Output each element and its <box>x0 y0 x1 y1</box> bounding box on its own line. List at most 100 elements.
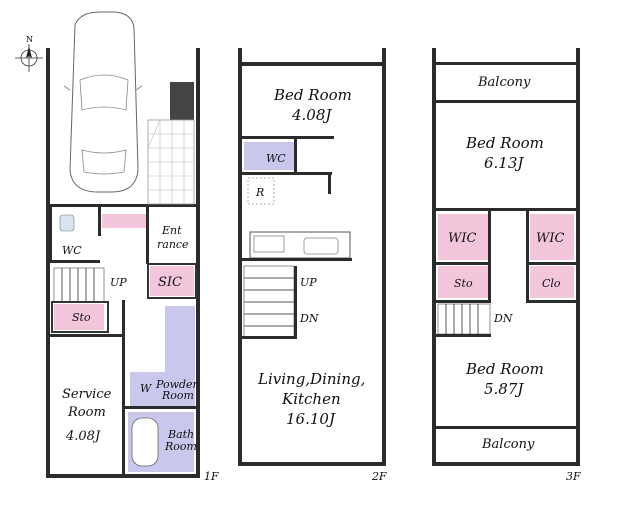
wall-3f-wic-right <box>526 210 529 302</box>
room-1f-sto-box <box>51 301 109 333</box>
floor-label-2f: 2F <box>371 470 387 483</box>
room-2f-wc: WC <box>266 152 286 165</box>
room-2f-bedroom-size: 4.08J <box>291 106 332 124</box>
floor-1f: WC Ent rance UP SIC Sto Service Room 4.0… <box>46 11 219 483</box>
wall-service-right <box>122 300 125 478</box>
room-1f-powder-1: Powder <box>155 378 199 391</box>
toilet-icon <box>59 214 75 232</box>
stairs-3f <box>437 303 491 335</box>
sto-pink-1f <box>54 304 104 330</box>
room-3f-bedroom-a-size: 6.13J <box>484 154 524 172</box>
wall-3f-balcony-bottom <box>432 426 580 429</box>
wall-2f-stairs <box>294 266 297 338</box>
wall-1f-right <box>196 48 200 478</box>
wall-powder-bottom <box>125 406 196 409</box>
floor-label-1f: 1F <box>204 470 219 483</box>
wall-2f-stairs-bottom <box>242 336 297 339</box>
clo-pink-3f <box>530 266 574 298</box>
room-3f-bedroom-b: Bed Room <box>465 360 544 378</box>
room-2f-ldk-1: Living,Dining, <box>257 370 365 388</box>
room-3f-wic-right: WIC <box>536 231 564 246</box>
compass-rose-icon: N <box>15 35 43 72</box>
room-1f-service-2: Room <box>67 405 106 420</box>
room-1f-wc: WC <box>62 244 82 257</box>
sink-icon <box>303 237 339 255</box>
wall-3f-right <box>576 48 580 466</box>
wall-wc-bottom <box>50 260 100 263</box>
room-3f-sto: Sto <box>454 277 473 290</box>
wall-3f-bottom <box>432 462 580 466</box>
wic-right-pink <box>530 214 574 260</box>
room-1f-powder-2: Room <box>161 389 194 402</box>
wall-2f-bottom <box>238 462 386 466</box>
wall-2f-top <box>238 62 386 66</box>
wall-2f-left <box>238 48 242 466</box>
room-1f-entrance-1: Ent <box>161 224 182 237</box>
sto-pink-3f <box>438 266 488 298</box>
wall-3f-wic-left <box>488 210 491 300</box>
powder-lav <box>165 306 195 406</box>
powder-lav-2 <box>130 372 166 406</box>
stairs-2f-up: UP <box>300 276 317 289</box>
wall-3f-top <box>432 62 580 65</box>
room-3f-clo: Clo <box>542 277 561 290</box>
wc-lav-2f <box>244 142 294 170</box>
wall-service-top <box>50 334 124 337</box>
car-icon <box>63 11 143 193</box>
wall-2f-short <box>328 172 331 194</box>
wall-3f-sto-bottom <box>436 300 491 303</box>
refrigerator-space <box>247 177 275 205</box>
room-1f-bath-1: Bath <box>167 428 194 441</box>
wic-left-pink <box>438 214 488 260</box>
wall-3f-sto-top <box>436 262 491 265</box>
wall-2f-bed-bottom <box>242 136 334 139</box>
room-3f-bedroom-b-size: 5.87J <box>484 380 524 398</box>
wall-3f-clo-bottom <box>526 300 576 303</box>
wall-3f-clo-top <box>526 262 576 265</box>
wall-1f-left <box>46 48 50 478</box>
room-1f-w: W <box>140 382 153 395</box>
room-2f-r: R <box>255 186 264 199</box>
room-1f-service-size: 4.08J <box>65 429 101 444</box>
room-2f-bedroom: Bed Room <box>273 86 352 104</box>
stairs-3f-dn: DN <box>493 312 513 325</box>
wall-2f-counter <box>242 258 352 261</box>
wall-3f-wic-top <box>436 208 576 211</box>
floor-3f: Balcony Bed Room 6.13J WIC WIC Sto Clo D… <box>432 48 581 483</box>
stove-icon <box>253 235 285 253</box>
room-1f-bath-2: Room <box>164 440 197 453</box>
column-1f <box>170 82 194 120</box>
wall-2f-wc-right <box>294 138 297 174</box>
stairs-2f-dn: DN <box>299 312 319 325</box>
room-3f-balcony-top: Balcony <box>477 75 531 90</box>
wall-3f-balcony-top <box>432 100 580 103</box>
room-3f-wic-left: WIC <box>448 231 476 246</box>
storage-pink-1f <box>102 214 146 228</box>
wall-2f-right <box>382 48 386 466</box>
floor-label-3f: 3F <box>566 470 581 483</box>
wall-1f-top-interior <box>46 204 200 207</box>
stairs-2f <box>243 265 295 339</box>
wall-entrance <box>146 206 149 264</box>
room-3f-bedroom-a: Bed Room <box>465 134 544 152</box>
stairs-1f-up: UP <box>110 276 127 289</box>
room-1f-service-1: Service <box>62 387 112 402</box>
wall-3f-stairs-bottom <box>436 334 491 337</box>
sic-pink <box>150 266 194 296</box>
room-1f-sic: SIC <box>158 275 182 290</box>
room-2f-ldk-size: 16.10J <box>286 410 336 428</box>
floor-2f: Bed Room 4.08J WC R UP DN Living,Dining,… <box>238 48 387 483</box>
wall-2f-wc-bottom <box>242 172 332 175</box>
room-3f-balcony-bottom: Balcony <box>481 437 535 452</box>
compass-north-label: N <box>26 35 33 44</box>
porch-tiles <box>147 119 195 205</box>
wall-wc <box>50 206 52 262</box>
wall-3f-left <box>432 48 436 466</box>
room-1f-sto: Sto <box>72 311 91 324</box>
wall-wc-right <box>98 206 101 236</box>
room-2f-ldk-2: Kitchen <box>281 390 341 408</box>
stairs-1f <box>53 267 105 303</box>
bathtub-icon <box>131 417 159 467</box>
room-1f-sic-box <box>147 263 197 299</box>
